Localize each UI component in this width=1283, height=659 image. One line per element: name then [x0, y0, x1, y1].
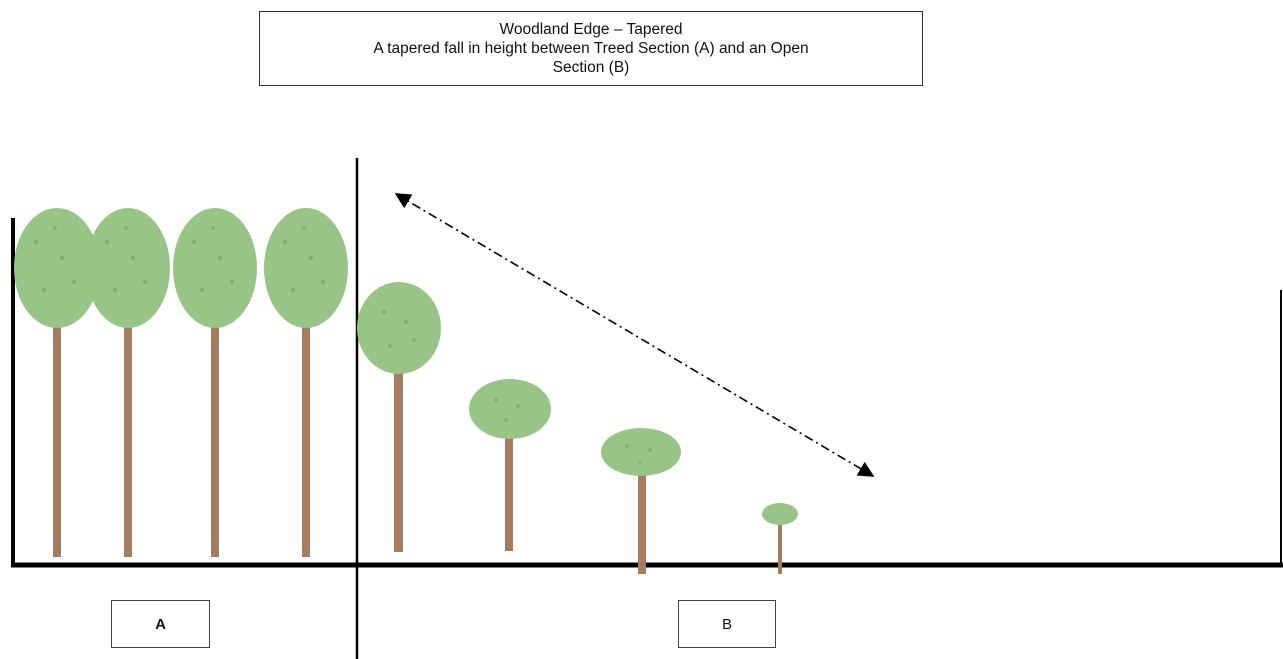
tree-icon	[357, 282, 441, 552]
title-line-1: Woodland Edge – Tapered	[499, 21, 683, 38]
diagram-title: Woodland Edge – Tapered A tapered fall i…	[259, 11, 923, 86]
title-line-3: Section (B)	[552, 59, 630, 76]
tree-icon	[173, 208, 257, 557]
tree-icon	[469, 379, 551, 551]
tree-icon	[762, 503, 798, 574]
tree-icon	[601, 428, 681, 574]
tree-icon	[86, 208, 170, 557]
section-a-label: A	[111, 600, 210, 648]
double-headed-arrow-icon	[394, 193, 875, 477]
tree-icon	[14, 208, 100, 557]
title-line-2: A tapered fall in height between Treed S…	[373, 40, 809, 57]
tree-icon	[264, 208, 348, 557]
section-b-label: B	[678, 600, 776, 648]
